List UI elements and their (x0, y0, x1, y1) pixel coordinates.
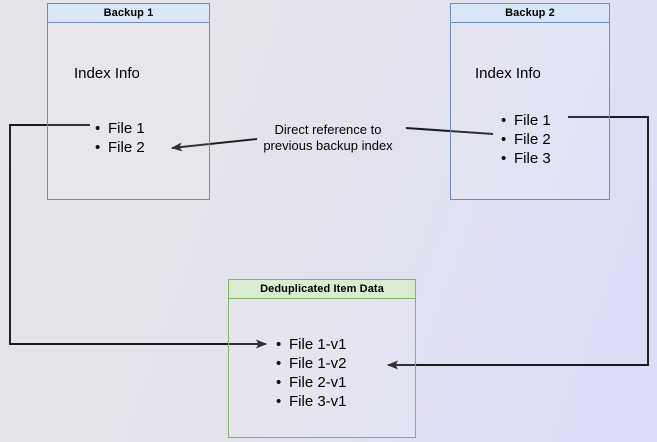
backup1-index-info-label: Index Info (74, 65, 140, 82)
backup2-box[interactable]: Backup 2 Index Info File 1 File 2 File 3 (450, 3, 610, 200)
dedup-header: Deduplicated Item Data (229, 280, 415, 299)
list-item: File 2-v1 (276, 373, 346, 392)
caption-line-2: previous backup index (263, 138, 393, 153)
list-item: File 1-v2 (276, 354, 346, 373)
backup2-body: Index Info File 1 File 2 File 3 (451, 23, 609, 199)
list-item: File 3 (501, 149, 551, 168)
dedup-file-list: File 1-v1 File 1-v2 File 2-v1 File 3-v1 (275, 335, 346, 411)
backup1-box[interactable]: Backup 1 Index Info File 1 File 2 (47, 3, 210, 200)
backup1-file-list: File 1 File 2 (94, 119, 145, 157)
list-item: File 3-v1 (276, 392, 346, 411)
dedup-body: File 1-v1 File 1-v2 File 2-v1 File 3-v1 (229, 299, 415, 437)
caption-line-1: Direct reference to (274, 122, 382, 137)
backup2-file-list: File 1 File 2 File 3 (500, 111, 551, 168)
backup2-index-info-label: Index Info (475, 65, 541, 82)
list-item: File 1-v1 (276, 335, 346, 354)
list-item: File 1 (501, 111, 551, 130)
backup2-header: Backup 2 (451, 4, 609, 23)
direct-reference-caption: Direct reference to previous backup inde… (248, 122, 408, 154)
backup1-header: Backup 1 (48, 4, 209, 23)
list-item: File 2 (95, 138, 145, 157)
dedup-box[interactable]: Deduplicated Item Data File 1-v1 File 1-… (228, 279, 416, 438)
backup1-body: Index Info File 1 File 2 (48, 23, 209, 199)
list-item: File 2 (501, 130, 551, 149)
list-item: File 1 (95, 119, 145, 138)
